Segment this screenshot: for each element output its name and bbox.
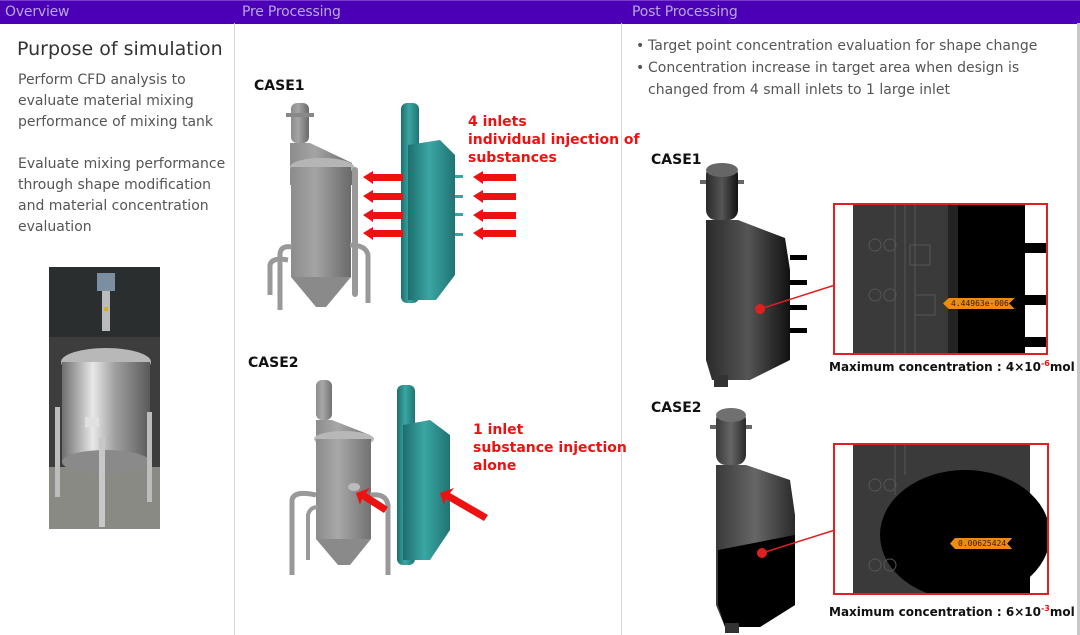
conc-prefix: Maximum concentration : 4×10 [829,360,1041,374]
column-divider [621,23,622,635]
case1-zoom-inset: 4.44963e-006 [833,203,1048,355]
cad-tank-case2 [289,380,391,575]
case2-max-concentration: Maximum concentration : 6×10-3mol [829,604,1075,619]
right-edge [1077,23,1080,635]
conc-unit: mol [1049,360,1075,374]
probe-point [757,548,767,558]
overview-paragraph-2: Evaluate mixing performance through shap… [18,156,226,235]
pre-case1-note: 4 inlets individual injection of substan… [468,113,640,167]
note-line: individual injection of [468,132,640,148]
header-pre-processing: Pre Processing [242,4,341,20]
conc-exponent: -3 [1040,604,1050,613]
note-line: substance injection [473,440,627,456]
post-bullets: Target point concentration evaluation fo… [636,35,1076,101]
overview-paragraph-1: Perform CFD analysis to evaluate materia… [18,72,214,130]
case2-zoom-inset: 0.00625424 [833,443,1049,595]
post-case2-contour-tank [710,408,836,633]
post-case1-contour-tank [700,163,836,387]
overview-title: Purpose of simulation [17,38,223,60]
note-line: substances [468,150,557,166]
cad-tank-case1 [267,103,371,310]
conc-prefix: Maximum concentration : 6×10 [829,605,1041,619]
note-line: alone [473,458,517,474]
probe-value-tag: 4.44963e-006 [943,298,1015,309]
note-line: 4 inlets [468,114,527,130]
bullet-item: Target point concentration evaluation fo… [636,35,1076,57]
section-header-bar: Overview Pre Processing Post Processing [0,0,1080,24]
pre-case1-label: CASE1 [254,78,305,94]
mesh-tank-case1 [401,103,463,303]
conc-unit: mol [1049,605,1075,619]
inlet-arrows-case2 [356,488,488,521]
post-case2-label: CASE2 [651,400,702,416]
case1-max-concentration: Maximum concentration : 4×10-6mol [829,359,1075,374]
note-line: 1 inlet [473,422,524,438]
probe-point [755,304,765,314]
header-overview: Overview [5,4,70,20]
bullet-item: Concentration increase in target area wh… [636,57,1076,101]
inlet-arrows-case1 [363,171,516,240]
pre-case1-geometry [267,103,516,310]
column-divider [234,23,235,635]
mixing-tank-photo [49,267,160,529]
mesh-tank-case2 [397,385,450,565]
conc-exponent: -6 [1040,359,1050,368]
pre-case2-note: 1 inlet substance injection alone [473,421,627,475]
pre-case2-geometry [289,380,488,575]
post-case1-label: CASE1 [651,152,702,168]
header-post-processing: Post Processing [632,4,738,20]
pre-case2-label: CASE2 [248,355,299,371]
probe-value-tag: 0.00625424 [950,538,1013,549]
